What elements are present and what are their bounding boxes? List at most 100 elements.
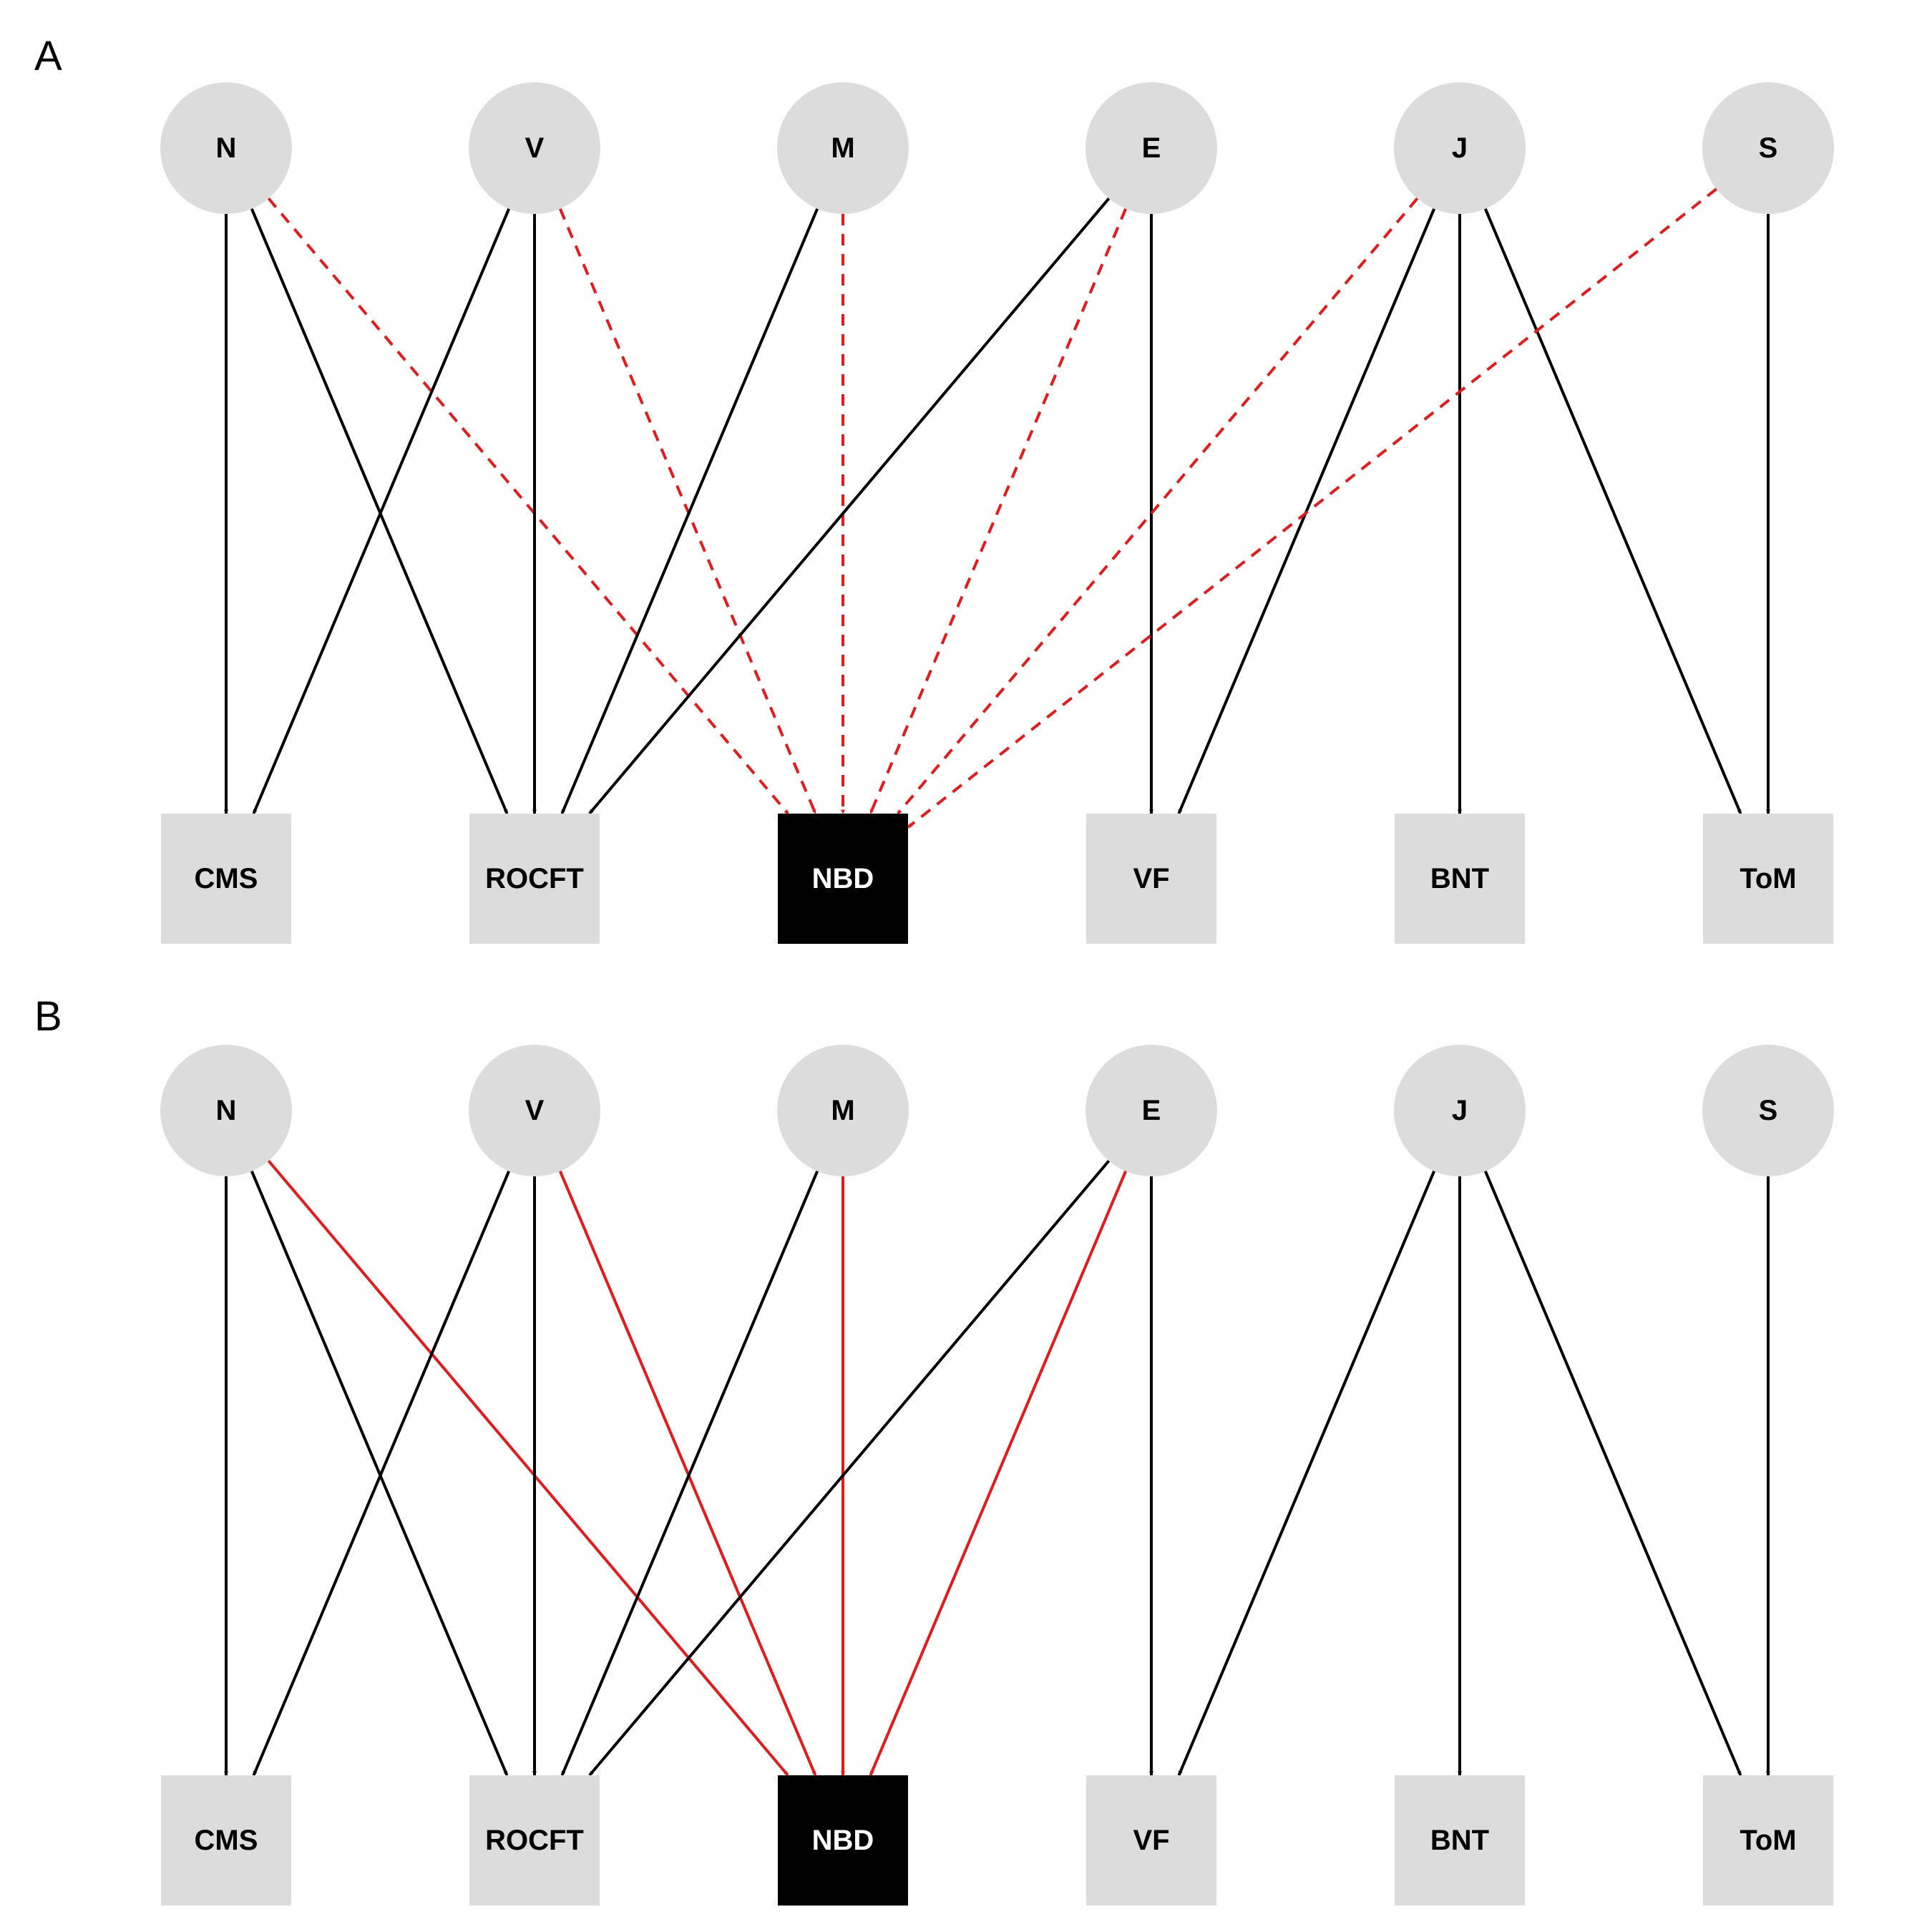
panel-b: B N V M E J S CMS ROCFT NBD VF BNT ToM <box>34 993 1834 1906</box>
node-label-m: M <box>831 1095 854 1126</box>
latent-node-circle <box>160 82 292 214</box>
edge-j-to-nbd <box>897 197 1419 815</box>
observed-node-rocft: ROCFT <box>469 1775 600 1906</box>
node-label-rocft: ROCFT <box>485 863 584 894</box>
observed-node-box <box>1086 1775 1216 1906</box>
node-label-bnt: BNT <box>1430 863 1489 894</box>
latent-node-v: V <box>469 1045 600 1176</box>
observed-node-box <box>778 814 908 944</box>
observed-node-bnt: BNT <box>1395 1775 1525 1906</box>
latent-node-e: E <box>1085 82 1217 214</box>
observed-node-vf: VF <box>1086 814 1216 944</box>
edge-v-to-nbd <box>558 1170 817 1776</box>
panel-b-edges <box>224 1160 1770 1777</box>
edge-m-to-rocft <box>560 208 819 814</box>
node-label-j: J <box>1452 1095 1468 1126</box>
node-label-tom: ToM <box>1740 1825 1796 1856</box>
node-label-n: N <box>216 1095 237 1126</box>
node-label-s: S <box>1759 1095 1778 1126</box>
node-label-vf: VF <box>1133 863 1169 894</box>
edge-n-to-nbd <box>267 197 789 815</box>
panel-a: A N V M E J S CMS ROCFT NBD VF BNT ToM <box>34 33 1834 944</box>
edge-e-to-nbd <box>869 208 1128 814</box>
latent-node-j: J <box>1394 82 1526 214</box>
node-label-m: M <box>831 132 854 164</box>
latent-node-circle <box>1085 82 1217 214</box>
edge-e-to-rocft <box>588 197 1111 815</box>
observed-node-rocft: ROCFT <box>469 814 600 944</box>
latent-node-j: J <box>1394 1045 1526 1176</box>
observed-node-box <box>161 814 291 944</box>
panel-a-edges <box>224 187 1770 829</box>
edge-j-to-tom <box>1483 208 1742 814</box>
latent-node-circle <box>1085 1045 1217 1176</box>
latent-node-circle <box>777 1045 909 1176</box>
observed-node-box <box>469 814 600 944</box>
latent-node-circle <box>777 82 909 214</box>
observed-node-vf: VF <box>1086 1775 1216 1906</box>
observed-node-bnt: BNT <box>1395 814 1525 944</box>
node-label-cms: CMS <box>195 863 258 894</box>
edge-n-to-nbd <box>267 1160 789 1777</box>
node-label-n: N <box>216 132 237 164</box>
observed-node-nbd: NBD <box>778 1775 908 1906</box>
observed-node-cms: CMS <box>161 814 291 944</box>
node-label-vf: VF <box>1133 1825 1169 1856</box>
latent-node-n: N <box>160 82 292 214</box>
node-label-tom: ToM <box>1740 863 1796 894</box>
observed-node-nbd: NBD <box>778 814 908 944</box>
latent-node-m: M <box>777 1045 909 1176</box>
observed-node-box <box>161 1775 291 1906</box>
latent-node-s: S <box>1702 82 1834 214</box>
observed-node-tom: ToM <box>1703 814 1833 944</box>
latent-node-circle <box>1394 82 1526 214</box>
observed-node-tom: ToM <box>1703 1775 1833 1906</box>
edge-e-to-nbd <box>869 1170 1128 1776</box>
observed-node-cms: CMS <box>161 1775 291 1906</box>
edge-j-to-tom <box>1483 1170 1742 1776</box>
observed-node-box <box>1086 814 1216 944</box>
latent-node-circle <box>1702 82 1834 214</box>
panel-label-a: A <box>34 33 62 79</box>
edge-v-to-cms <box>252 1170 511 1776</box>
node-label-cms: CMS <box>195 1825 258 1856</box>
node-label-v: V <box>525 132 545 164</box>
latent-node-circle <box>469 82 600 214</box>
observed-node-box <box>1395 814 1525 944</box>
edge-n-to-rocft <box>250 1170 509 1776</box>
node-label-nbd: NBD <box>812 1825 874 1856</box>
edge-j-to-vf <box>1177 1170 1436 1776</box>
edge-m-to-rocft <box>560 1170 819 1776</box>
panel-a-nodes: N V M E J S CMS ROCFT NBD VF BNT ToM <box>160 82 1834 944</box>
node-label-nbd: NBD <box>812 863 874 894</box>
edge-n-to-rocft <box>250 208 509 814</box>
observed-node-box <box>1703 814 1833 944</box>
node-label-rocft: ROCFT <box>485 1825 584 1856</box>
edge-e-to-rocft <box>588 1160 1111 1777</box>
latent-node-s: S <box>1702 1045 1834 1176</box>
latent-node-v: V <box>469 82 600 214</box>
edge-v-to-nbd <box>558 208 817 814</box>
observed-node-box <box>778 1775 908 1906</box>
latent-node-circle <box>160 1045 292 1176</box>
node-label-e: E <box>1142 1095 1161 1126</box>
latent-node-m: M <box>777 82 909 214</box>
node-label-e: E <box>1142 132 1161 164</box>
latent-node-n: N <box>160 1045 292 1176</box>
latent-node-circle <box>1394 1045 1526 1176</box>
observed-node-box <box>469 1775 600 1906</box>
panel-label-b: B <box>34 993 62 1040</box>
panel-b-nodes: N V M E J S CMS ROCFT NBD VF BNT ToM <box>160 1045 1834 1906</box>
latent-node-circle <box>1702 1045 1834 1176</box>
latent-node-e: E <box>1085 1045 1217 1176</box>
node-label-j: J <box>1452 132 1468 164</box>
edge-s-to-nbd <box>907 187 1718 829</box>
observed-node-box <box>1395 1775 1525 1906</box>
edge-v-to-cms <box>252 208 511 814</box>
observed-node-box <box>1703 1775 1833 1906</box>
node-label-bnt: BNT <box>1430 1825 1489 1856</box>
node-label-s: S <box>1759 132 1778 164</box>
latent-node-circle <box>469 1045 600 1176</box>
node-label-v: V <box>525 1095 545 1126</box>
